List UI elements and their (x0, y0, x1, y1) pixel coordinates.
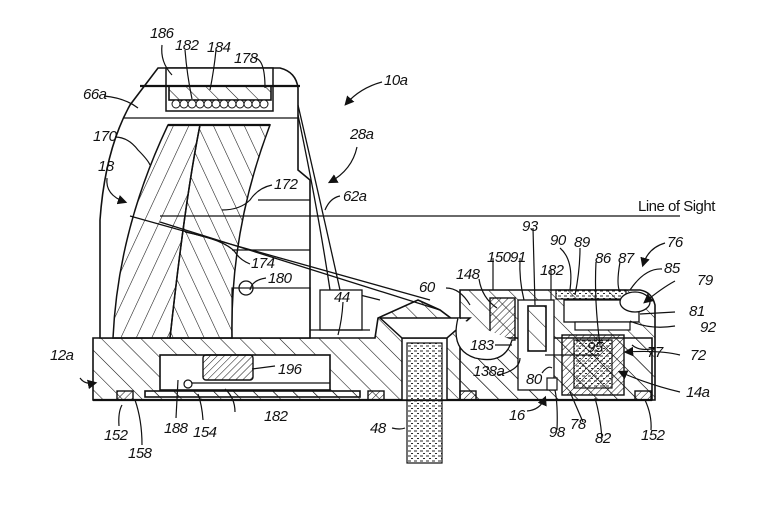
window-89 (555, 289, 627, 300)
label-48: 48 (370, 420, 387, 437)
hood-assembly (99, 67, 381, 339)
label-78: 78 (570, 416, 587, 433)
label-86: 86 (595, 250, 612, 267)
label-152-left: 152 (104, 427, 129, 444)
label-93: 93 (522, 218, 539, 235)
line-of-sight-label: Line of Sight (638, 198, 716, 215)
label-66a: 66a (83, 86, 107, 103)
label-182-top: 182 (175, 37, 200, 54)
battery-196 (202, 354, 254, 381)
seal-152-mid (367, 390, 385, 401)
label-184: 184 (207, 39, 231, 56)
label-154: 154 (193, 424, 217, 441)
label-182-mid: 182 (540, 262, 565, 279)
label-170: 170 (93, 128, 118, 145)
label-72: 72 (690, 347, 707, 364)
label-28a: 28a (349, 126, 374, 143)
label-196: 196 (278, 361, 303, 378)
label-76: 76 (667, 234, 684, 251)
label-85: 85 (664, 260, 681, 277)
label-178: 178 (234, 50, 259, 67)
label-60: 60 (419, 279, 436, 296)
label-16: 16 (509, 407, 526, 424)
label-10a: 10a (384, 72, 408, 89)
label-79: 79 (697, 272, 714, 289)
reflected-ray (129, 215, 431, 301)
label-150: 150 (487, 249, 512, 266)
label-95: 95 (587, 339, 604, 356)
label-180: 180 (268, 270, 293, 287)
label-186: 186 (150, 25, 175, 42)
label-82: 82 (595, 430, 612, 447)
label-90: 90 (550, 232, 567, 249)
leaders (79, 44, 681, 446)
label-174: 174 (251, 255, 275, 272)
label-158: 158 (128, 445, 153, 462)
label-172: 172 (274, 176, 299, 193)
label-91: 91 (510, 249, 526, 266)
emitter-assembly (455, 289, 656, 401)
label-14a: 14a (686, 384, 710, 401)
pv-184 (168, 85, 272, 101)
label-98: 98 (549, 424, 566, 441)
label-183: 183 (470, 337, 495, 354)
label-148: 148 (456, 266, 481, 283)
label-80: 80 (526, 371, 543, 388)
cover-154 (144, 390, 361, 398)
seal-152-left (116, 390, 134, 401)
label-62a: 62a (343, 188, 367, 205)
label-12a: 12a (50, 347, 74, 364)
contact-98 (546, 377, 558, 391)
circle-183 (455, 317, 513, 361)
label-89: 89 (574, 234, 591, 251)
coil-182-top (171, 99, 269, 109)
label-188: 188 (164, 420, 189, 437)
label-138a: 138a (473, 363, 505, 380)
label-77: 77 (647, 344, 664, 361)
label-92: 92 (700, 319, 717, 336)
screw-48 (378, 317, 473, 464)
label-182-bottom: 182 (264, 408, 289, 425)
label-18: 18 (98, 158, 115, 175)
label-152-right: 152 (641, 427, 666, 444)
label-87: 87 (618, 250, 635, 267)
label-44: 44 (334, 289, 350, 306)
label-81: 81 (689, 303, 705, 320)
